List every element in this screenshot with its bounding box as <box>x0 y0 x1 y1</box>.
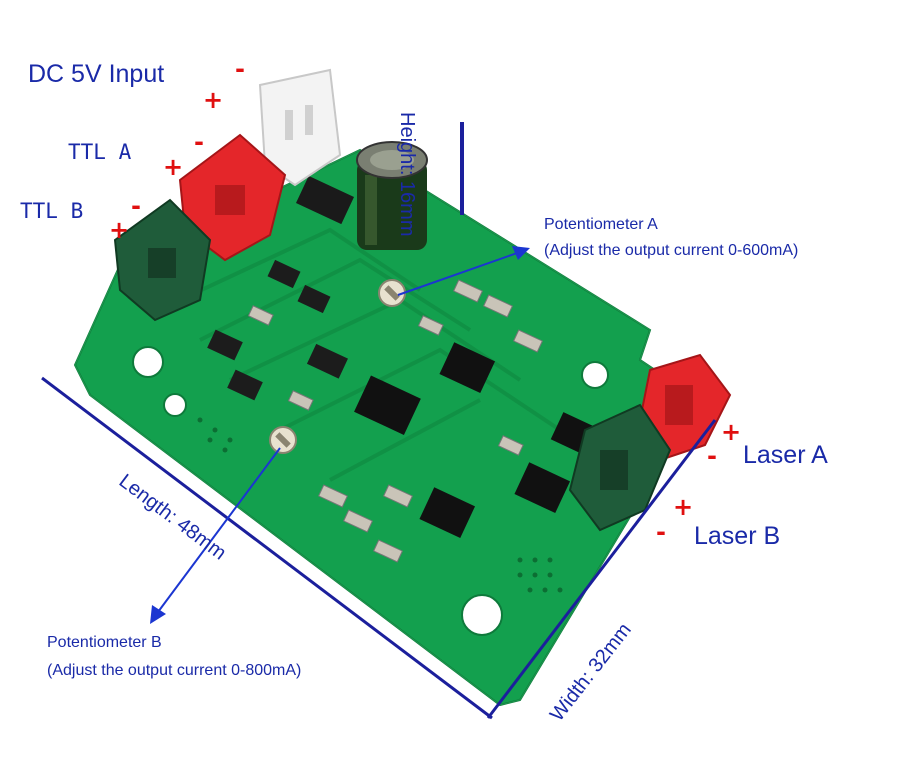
ttl-b-minus: - <box>131 192 141 220</box>
laser-b-minus: - <box>656 518 666 546</box>
potentiometer-a <box>378 279 406 307</box>
laser-b-connector <box>568 403 672 532</box>
potentiometer-a-description: (Adjust the output current 0-600mA) <box>544 242 799 259</box>
ttl-b-plus: + <box>109 216 130 244</box>
potentiometer-a-arrow <box>397 246 530 296</box>
laser-b-label: Laser B <box>694 522 781 550</box>
potentiometer-a-title: Potentiometer A <box>544 216 658 233</box>
height-label: Height: 16mm <box>396 112 418 237</box>
length-dimension-line <box>41 376 493 720</box>
potentiometer-b <box>269 426 297 454</box>
dc-input-label: DC 5V Input <box>28 60 165 88</box>
dc-input-plus: + <box>203 86 224 114</box>
ttl-a-minus: - <box>194 128 204 156</box>
dc-input-connector <box>258 68 342 187</box>
laser-a-minus: - <box>707 442 717 470</box>
laser-a-label: Laser A <box>743 441 828 469</box>
smd-components <box>207 175 605 563</box>
pcb-board <box>73 148 702 707</box>
ttl-b-connector <box>113 198 212 322</box>
potentiometer-b-arrow <box>150 447 281 624</box>
width-dimension-line <box>486 419 717 719</box>
ttl-a-connector <box>178 133 287 262</box>
ttl-b-label: TTL B <box>20 199 84 223</box>
electrolytic-capacitor <box>356 141 428 250</box>
ttl-a-label: TTL A <box>68 140 132 164</box>
laser-a-plus: + <box>721 418 742 446</box>
dc-input-minus: - <box>235 55 245 83</box>
laser-b-plus: + <box>673 493 694 521</box>
ttl-a-plus: + <box>163 153 184 181</box>
potentiometer-b-title: Potentiometer B <box>47 634 162 651</box>
potentiometer-b-description: (Adjust the output current 0-800mA) <box>47 662 302 679</box>
